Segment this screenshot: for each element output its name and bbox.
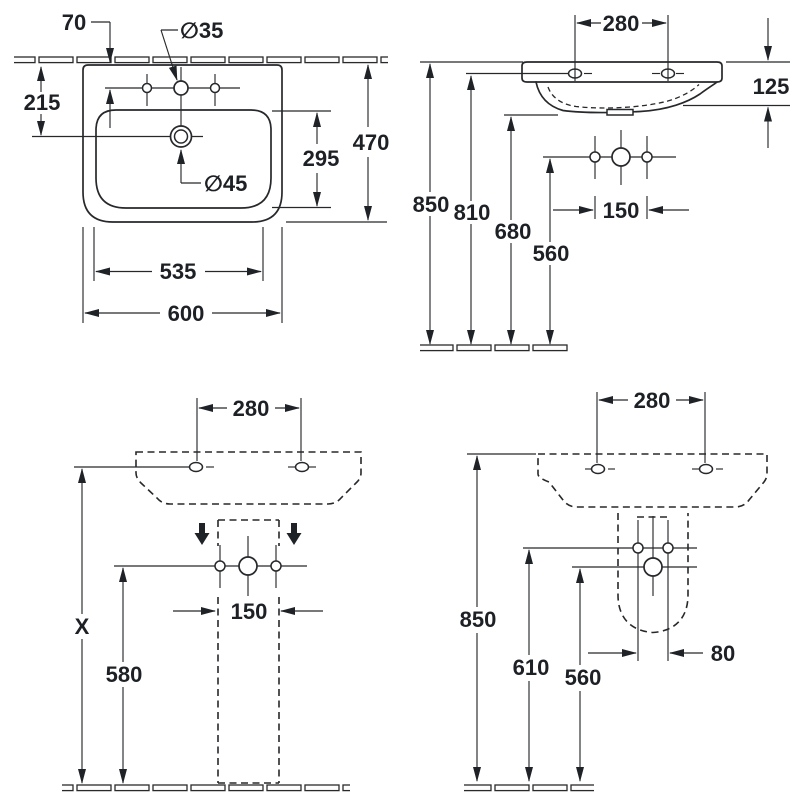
basin-hidden-outline xyxy=(135,451,362,505)
basin-bowl-profile xyxy=(535,81,718,114)
dim-850-label: 850 xyxy=(460,607,497,632)
dim-280-label: 280 xyxy=(603,11,640,36)
plan-view: ∅35 ∅45 70 215 470 295 535 xyxy=(14,10,389,326)
dim-610-label: 610 xyxy=(513,655,550,680)
basin-inner-bowl xyxy=(95,109,272,209)
supply-hole-right xyxy=(662,542,674,554)
floor-hatch xyxy=(62,784,350,792)
dim-dia35-label: ∅35 xyxy=(180,18,223,43)
dim-680-label: 680 xyxy=(495,219,532,244)
dim-280-label: 280 xyxy=(634,388,671,413)
tap-hole-right xyxy=(209,82,221,94)
fixing-hole-right xyxy=(698,463,714,475)
drain-flange xyxy=(606,108,634,116)
dim-580-label: 580 xyxy=(106,662,143,687)
dim-150-label: 150 xyxy=(603,198,640,223)
supply-hole-left xyxy=(214,560,226,572)
dim-215-label: 215 xyxy=(24,90,61,115)
supply-hole-right xyxy=(270,560,282,572)
dim-535-label: 535 xyxy=(160,259,197,284)
dim-600-label: 600 xyxy=(168,301,205,326)
dim-810-label: 810 xyxy=(454,200,491,225)
floor-hatch xyxy=(464,784,594,792)
waste-hole xyxy=(643,557,663,577)
semi-pedestal-hidden-outline xyxy=(617,513,689,634)
front-pedestal-view: 280 150 X xyxy=(62,396,362,792)
dim-280-label: 280 xyxy=(233,396,270,421)
dim-80-label: 80 xyxy=(711,641,735,666)
tap-hole-center xyxy=(173,80,189,96)
insert-direction-arrow-left xyxy=(194,523,210,545)
dim-dia45-label: ∅45 xyxy=(204,171,247,196)
dim-295-label: 295 xyxy=(303,146,340,171)
bowl-hidden-line xyxy=(547,84,700,109)
dim-560-label: 560 xyxy=(533,241,570,266)
floor-hatch xyxy=(420,344,570,352)
insert-direction-arrow-right xyxy=(286,523,302,545)
waste-hole xyxy=(238,556,258,576)
supply-hole-left xyxy=(632,542,644,554)
dim-70-label: 70 xyxy=(62,10,86,35)
side-pedestal-view: 280 850 610 560 xyxy=(460,388,768,792)
dim-850-label: 850 xyxy=(413,192,450,217)
fixing-hole-left xyxy=(590,463,606,475)
drain-outer-circle xyxy=(169,125,193,148)
basin-hidden-outline xyxy=(537,453,768,508)
dim-125-label: 125 xyxy=(753,74,790,99)
side-view: 280 125 150 850 810 680 560 xyxy=(413,11,790,352)
waste-hole xyxy=(611,147,631,167)
dia35-leader-arrow xyxy=(160,29,178,81)
supply-hole-left xyxy=(589,151,601,163)
wall-hatch xyxy=(14,56,388,64)
fixing-hole-left xyxy=(188,461,204,473)
dim-560-label: 560 xyxy=(565,665,602,690)
tap-hole-left xyxy=(141,82,153,94)
dim-470-label: 470 xyxy=(353,130,390,155)
basin-deck-profile xyxy=(521,61,723,83)
dim-x-label: X xyxy=(75,614,90,639)
fixing-hole-right xyxy=(294,461,310,473)
supply-hole-right xyxy=(641,151,653,163)
drain-inner-circle xyxy=(173,129,189,144)
dim-150-label: 150 xyxy=(231,599,268,624)
